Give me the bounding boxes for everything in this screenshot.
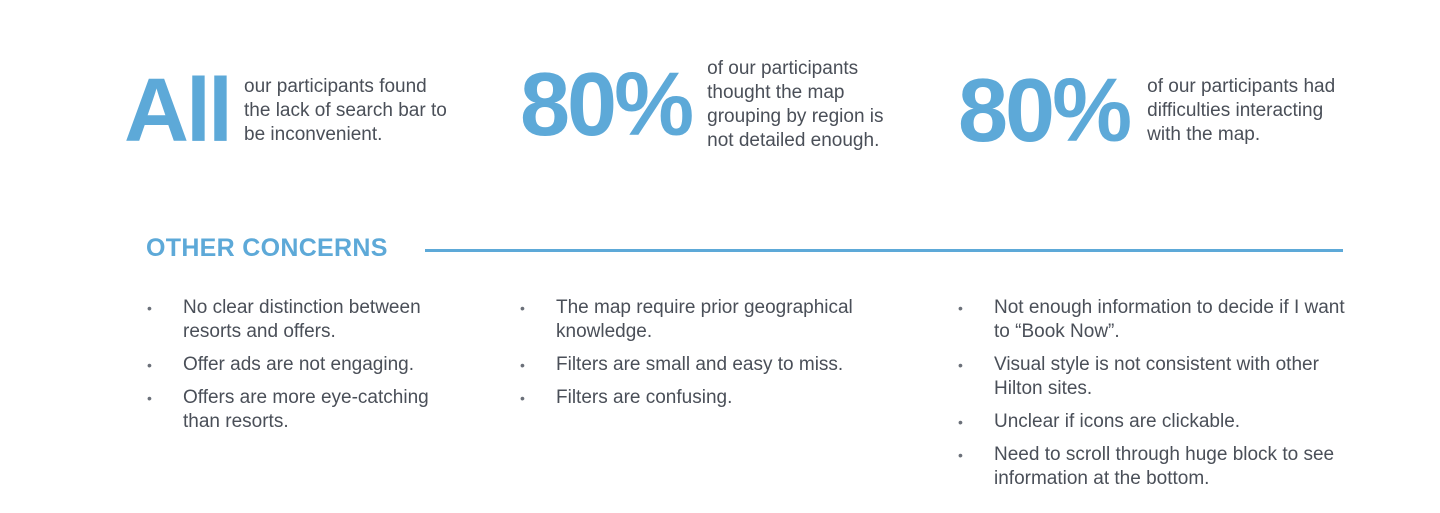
list-item-text: The map require prior geographical knowl… bbox=[556, 297, 853, 342]
list-item-text: Offers are more eye-catching than resort… bbox=[183, 387, 429, 432]
concerns-column-2: • The map require prior geographical know… bbox=[520, 296, 900, 419]
bullet-icon: • bbox=[958, 414, 963, 430]
bullet-icon: • bbox=[147, 357, 152, 373]
concerns-column-1: • No clear distinction between resorts an… bbox=[147, 296, 467, 443]
list-item-text: Need to scroll through huge block to see… bbox=[994, 444, 1335, 489]
stat-all-participants: All our participants found the lack of s… bbox=[124, 66, 447, 156]
list-item: • Visual style is not consistent with oth… bbox=[958, 353, 1358, 401]
stat-description: of our participants had difficulties int… bbox=[1147, 76, 1336, 145]
bullet-icon: • bbox=[147, 300, 152, 316]
stat-description: of our participants thought the map grou… bbox=[707, 58, 884, 151]
list-item: • Offers are more eye-catching than resor… bbox=[147, 386, 467, 434]
list-item: • The map require prior geographical know… bbox=[520, 296, 900, 344]
list-item: • Filters are confusing. bbox=[520, 386, 900, 410]
list-item-text: Unclear if icons are clickable. bbox=[994, 411, 1241, 432]
bullet-icon: • bbox=[147, 390, 152, 406]
list-item-text: Filters are confusing. bbox=[556, 387, 733, 408]
section-title: OTHER CONCERNS bbox=[146, 234, 388, 262]
bullet-icon: • bbox=[520, 390, 525, 406]
stat-description: our participants found the lack of searc… bbox=[244, 76, 447, 145]
list-item: • Unclear if icons are clickable. bbox=[958, 410, 1358, 434]
list-item: • Need to scroll through huge block to se… bbox=[958, 443, 1358, 491]
stat-figure: 80% bbox=[520, 55, 694, 155]
bullet-icon: • bbox=[958, 447, 963, 463]
stat-figure: All bbox=[124, 61, 233, 161]
list-item: • Not enough information to decide if I w… bbox=[958, 296, 1358, 344]
bullet-icon: • bbox=[520, 357, 525, 373]
bullet-icon: • bbox=[958, 357, 963, 373]
list-item-text: Filters are small and easy to miss. bbox=[556, 354, 844, 375]
stat-map-interaction: 80% of our participants had difficulties… bbox=[958, 66, 1335, 156]
list-item: • Filters are small and easy to miss. bbox=[520, 353, 900, 377]
list-item-text: Not enough information to decide if I wa… bbox=[994, 297, 1345, 342]
list-item: • Offer ads are not engaging. bbox=[147, 353, 467, 377]
stat-figure: 80% bbox=[958, 61, 1132, 161]
bullet-icon: • bbox=[520, 300, 525, 316]
list-item-text: Offer ads are not engaging. bbox=[183, 354, 414, 375]
list-item-text: No clear distinction between resorts and… bbox=[183, 297, 421, 342]
concerns-column-3: • Not enough information to decide if I w… bbox=[958, 296, 1358, 500]
list-item-text: Visual style is not consistent with othe… bbox=[994, 354, 1319, 399]
bullet-icon: • bbox=[958, 300, 963, 316]
list-item: • No clear distinction between resorts an… bbox=[147, 296, 467, 344]
section-divider bbox=[425, 249, 1343, 252]
stat-map-grouping: 80% of our participants thought the map … bbox=[520, 57, 884, 153]
